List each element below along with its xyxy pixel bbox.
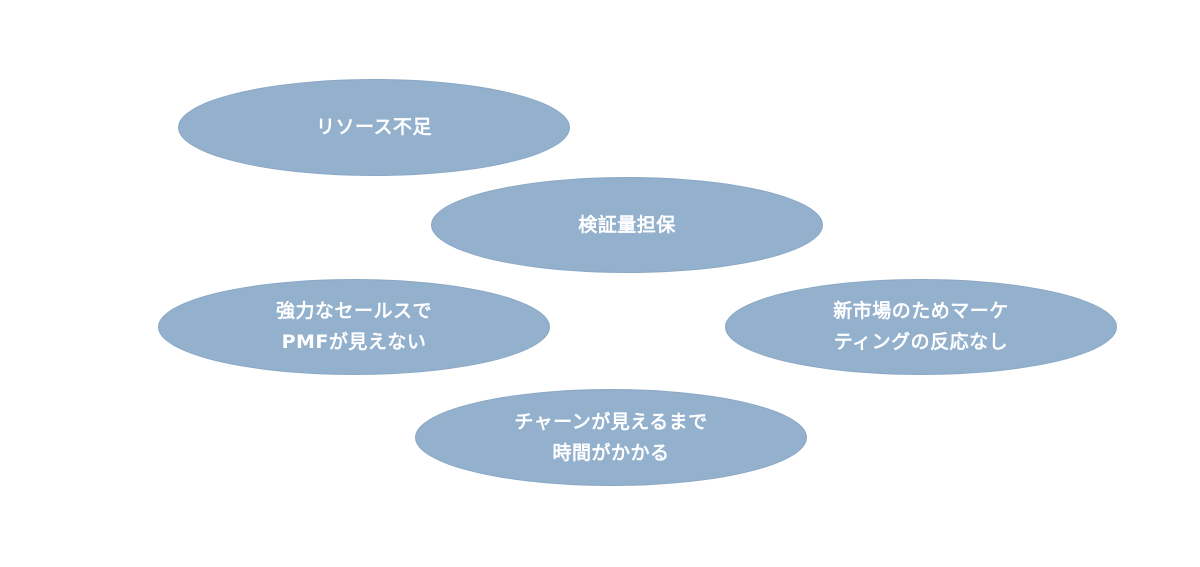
ellipse-label: チャーンが見えるまで 時間がかかる: [514, 410, 708, 464]
ellipse-label: 検証量担保: [578, 213, 676, 236]
ellipse-strong-sales-pmf: 強力なセールスで PMFが見えない: [158, 279, 550, 375]
ellipse-new-market-marketing: 新市場のためマーケ ティングの反応なし: [725, 279, 1117, 375]
ellipse-label: 強力なセールスで PMFが見えない: [275, 300, 432, 353]
ellipse-resource-shortage: リソース不足: [178, 79, 570, 176]
ellipse-label: リソース不足: [315, 116, 433, 138]
ellipse-verification-volume: 検証量担保: [431, 177, 823, 273]
ellipse-churn-time: チャーンが見えるまで 時間がかかる: [415, 389, 807, 486]
ellipse-label: 新市場のためマーケ ティングの反応なし: [833, 300, 1009, 353]
